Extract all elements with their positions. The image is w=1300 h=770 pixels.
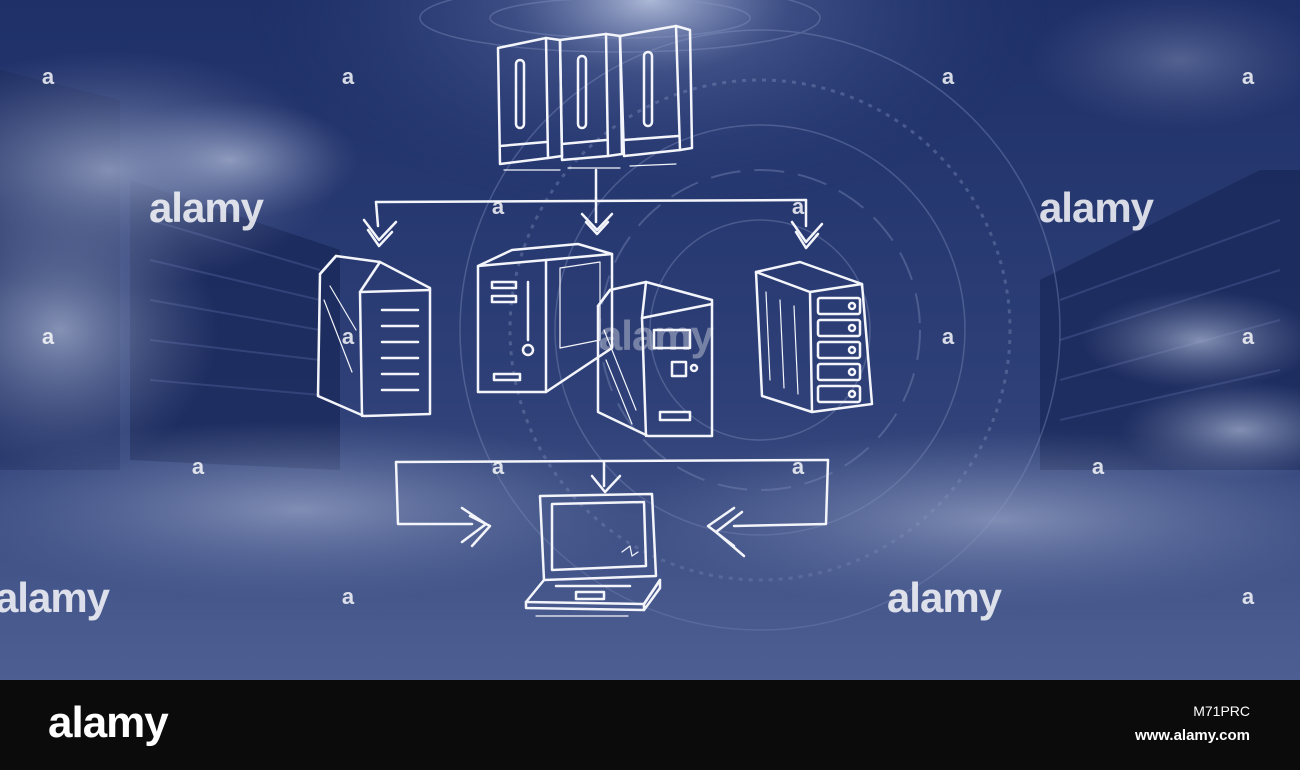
watermark-mark: a: [1242, 64, 1255, 89]
image-id: M71PRC: [1193, 703, 1250, 719]
site-url: www.alamy.com: [1134, 727, 1250, 744]
watermark-mark: a: [342, 584, 355, 609]
watermark-overlay: a a a a a a a a a a a a a a a a alamy al…: [0, 64, 1255, 621]
network-sketch: [316, 24, 874, 617]
watermark-mark: a: [342, 64, 355, 89]
watermark-mark: a: [942, 64, 955, 89]
watermark-mark: a: [342, 324, 355, 349]
watermark-mark: a: [1242, 584, 1255, 609]
watermark-mark: a: [492, 454, 505, 479]
server-tower-icon: [754, 260, 874, 414]
light-glow: [250, 0, 1050, 420]
watermark-logo: alamy: [149, 184, 265, 231]
watermark-mark: a: [1242, 324, 1255, 349]
arrow-down-icon: [362, 212, 824, 250]
server-rack-icon: [496, 24, 694, 171]
laptop-icon: [524, 492, 662, 617]
watermark-mark: a: [492, 194, 505, 219]
watermark-mark: a: [942, 324, 955, 349]
connector-top: [374, 168, 808, 228]
connector-bottom: [394, 458, 830, 528]
watermark-logo: alamy: [599, 312, 715, 359]
watermark-mark: a: [792, 454, 805, 479]
footer-logo: alamy: [48, 698, 169, 747]
watermark-mark: a: [42, 64, 55, 89]
lower-fog: [0, 420, 1300, 680]
desktop-tower-icon: [476, 242, 614, 394]
server-tower-icon: [316, 254, 432, 418]
stock-footer-bar: alamy M71PRC www.alamy.com: [0, 680, 1300, 770]
watermark-logo: alamy: [0, 574, 111, 621]
desktop-tower-icon: [596, 280, 714, 438]
cloud-network-illustration: a a a a a a a a a a a a a a a a alamy al…: [0, 0, 1300, 680]
watermark-mark: a: [1092, 454, 1105, 479]
watermark-logo: alamy: [887, 574, 1003, 621]
arrow-down-icon: [590, 474, 622, 494]
watermark-mark: a: [42, 324, 55, 349]
watermark-mark: a: [792, 194, 805, 219]
watermark-mark: a: [192, 454, 205, 479]
watermark-logo: alamy: [1039, 184, 1155, 231]
arrow-right-icon: [460, 506, 492, 548]
arrow-left-icon: [706, 506, 746, 558]
